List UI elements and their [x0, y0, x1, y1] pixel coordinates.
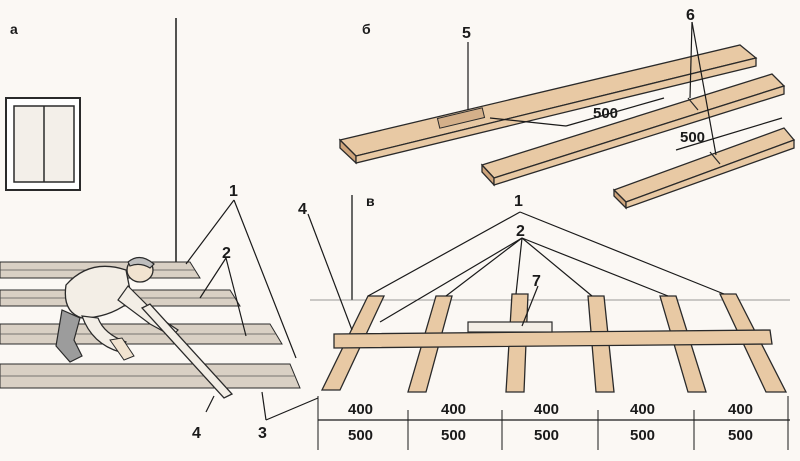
floor-joists-a: [0, 261, 301, 389]
callout-3: 3: [258, 425, 267, 442]
dim-b-500-2: 500: [680, 129, 705, 146]
callout-2-v: 2: [516, 223, 525, 240]
dim-v-top-2: 400: [441, 401, 466, 418]
callout-1-a: 1: [229, 183, 238, 200]
panel-a: [0, 18, 319, 421]
dim-v-bottom-1: 500: [348, 427, 373, 444]
cross-beam: [333, 329, 773, 349]
straightedge: [140, 303, 234, 399]
dim-v-bottom-2: 500: [441, 427, 466, 444]
dim-v-top-5: 400: [728, 401, 753, 418]
panel-label-a: а: [10, 21, 18, 37]
callout-1-v: 1: [514, 193, 523, 210]
window: [5, 97, 81, 191]
leaders-v: [307, 211, 725, 331]
panel-v: [307, 195, 790, 450]
panel-label-b: б: [362, 21, 371, 37]
beam-b2: [480, 73, 786, 187]
dim-v-bottom-3: 500: [534, 427, 559, 444]
dim-v-bottom-5: 500: [728, 427, 753, 444]
callout-4-v: 4: [298, 201, 307, 218]
panel-b: [338, 21, 796, 210]
dim-v-top-3: 400: [534, 401, 559, 418]
leaders-a: [185, 199, 319, 421]
callout-6: 6: [686, 7, 695, 24]
panel-label-v: в: [366, 193, 375, 209]
callout-2-a: 2: [222, 245, 231, 262]
dim-b-500-1: 500: [593, 105, 618, 122]
beam-b1: [338, 44, 758, 165]
dim-lines-v: [317, 396, 790, 450]
dim-v-top-1: 400: [348, 401, 373, 418]
beam-b3: [612, 127, 796, 210]
dim-v-top-4: 400: [630, 401, 655, 418]
callout-5: 5: [462, 25, 471, 42]
callout-7: 7: [532, 273, 541, 290]
callout-4-a: 4: [192, 425, 201, 442]
spirit-level: [467, 321, 553, 333]
dim-v-bottom-4: 500: [630, 427, 655, 444]
